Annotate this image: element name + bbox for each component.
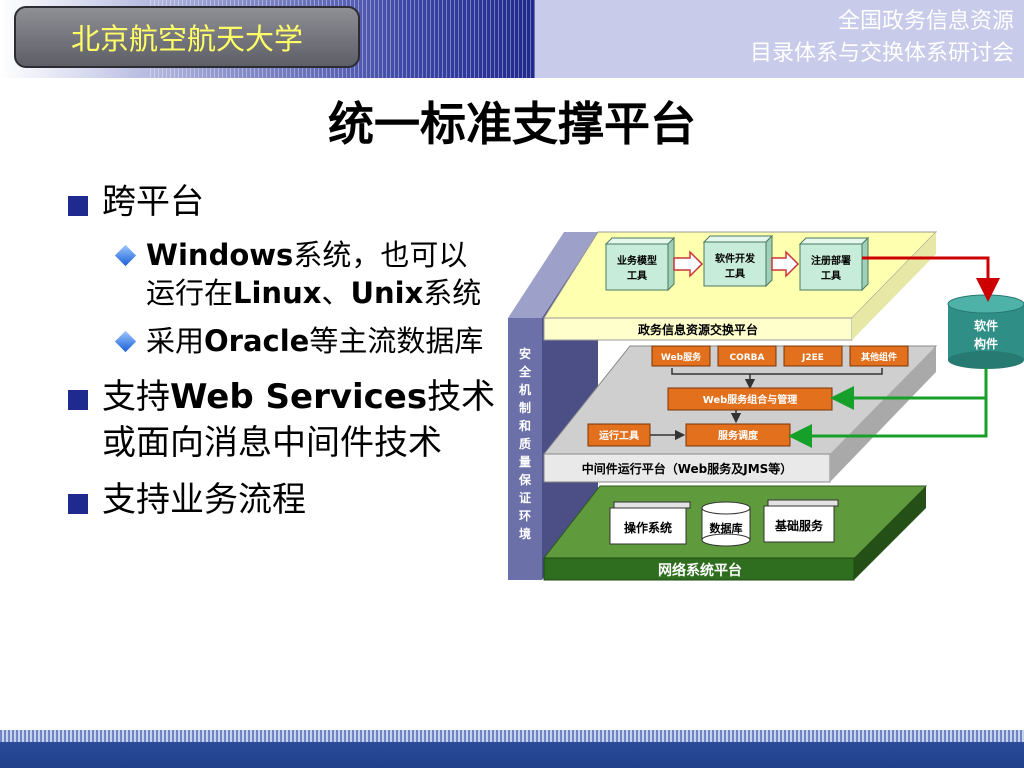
bullet-text: 、 xyxy=(321,276,351,310)
bullet-text: Linux xyxy=(233,276,322,310)
green-arrow-to-dispatch xyxy=(788,398,988,448)
bullet-text: Unix xyxy=(350,276,424,310)
service-box-corba xyxy=(717,345,777,367)
bullet-business-process: 支持业务流程 xyxy=(66,478,496,522)
tool-software-dev-line1: 软件开发 xyxy=(715,252,756,265)
footer-stripes xyxy=(0,730,1024,742)
tool-business-model-line2: 工具 xyxy=(627,270,647,282)
slide-title: 统一标准支撑平台 xyxy=(328,97,696,151)
security-char: 保 xyxy=(518,472,532,487)
bullet-text: Oracle xyxy=(204,324,310,358)
tool-register-deploy-line1: 注册部署 xyxy=(811,254,851,267)
bullet-text: 支持业务流程 xyxy=(102,480,306,520)
tool-box-software-dev xyxy=(702,234,774,288)
conference-line-2: 目录体系与交换体系研讨会 xyxy=(749,41,1014,66)
bullet-text: 技术或面向消息中间件技术 xyxy=(102,377,496,463)
component-store-line2: 构件 xyxy=(974,336,998,351)
bullet-text: Web Services xyxy=(170,377,428,417)
security-char: 环 xyxy=(519,509,531,523)
tool-flow-arrow-2 xyxy=(771,250,800,278)
component-store-cylinder-icon xyxy=(947,294,1024,369)
footer-bar xyxy=(0,730,1024,768)
security-label: 安 全 机 制 和 质 量 保 证 环 境 xyxy=(518,346,532,541)
tool-flow-arrow-1 xyxy=(673,250,704,278)
tool-register-deploy-line2: 工具 xyxy=(821,270,841,282)
service-label-other: 其他组件 xyxy=(861,351,897,363)
service-label-web: Web服务 xyxy=(661,351,702,363)
services-bracket xyxy=(671,368,883,375)
red-arrow-to-store xyxy=(862,256,1000,302)
exchange-platform-label: 政务信息资源交换平台 xyxy=(638,322,758,337)
bullet-list: 跨平台 Windows系统，也可以运行在Linux、Unix系统 采用Oracl… xyxy=(66,180,496,534)
diamond-bullet-icon xyxy=(114,244,137,267)
bullet-text: 系统，也可以运行在 xyxy=(146,238,468,310)
security-char: 境 xyxy=(519,526,531,541)
network-platform-label: 网络系统平台 xyxy=(658,562,742,579)
bullet-text: 系统 xyxy=(423,276,482,310)
service-label-j2ee: J2EE xyxy=(801,353,824,363)
component-store-line1: 软件 xyxy=(974,318,998,333)
bullet-cross-platform: 跨平台 xyxy=(66,180,496,224)
square-bullet-icon xyxy=(68,494,88,514)
security-char: 机 xyxy=(519,382,531,397)
service-dispatch-label: 服务调度 xyxy=(718,429,759,442)
service-box-j2ee xyxy=(783,345,843,367)
security-char: 和 xyxy=(518,418,531,433)
security-char: 量 xyxy=(519,455,531,469)
header-right-panel xyxy=(535,0,1024,78)
sub-bullet-windows: Windows系统，也可以运行在Linux、Unix系统 xyxy=(66,236,496,312)
tool-box-register-deploy xyxy=(798,236,870,292)
bullet-web-services: 支持Web Services技术或面向消息中间件技术 xyxy=(66,374,496,466)
university-name: 北京航空航天大学 xyxy=(70,22,303,56)
bullet-text: 采用 xyxy=(146,324,205,358)
service-box-web xyxy=(651,345,711,367)
sub-bullet-oracle: 采用Oracle等主流数据库 xyxy=(66,322,496,360)
security-char: 安 xyxy=(519,346,531,361)
middleware-platform-label: 中间件运行平台（Web服务及JMS等） xyxy=(582,461,793,476)
service-boxes xyxy=(651,345,909,367)
database-cylinder-icon xyxy=(701,501,751,547)
security-char: 制 xyxy=(519,400,531,415)
square-bullet-icon xyxy=(68,196,88,216)
base-box-db-label: 数据库 xyxy=(710,521,743,535)
base-box-services-label: 基础服务 xyxy=(774,518,824,533)
web-service-mgmt-label: Web服务组合与管理 xyxy=(703,393,798,406)
tool-box-business-model xyxy=(604,236,676,292)
base-box-services xyxy=(763,499,839,543)
security-char: 质 xyxy=(519,436,531,451)
security-char: 证 xyxy=(519,491,531,505)
bullet-text: 支持 xyxy=(102,377,170,417)
bullet-text: 等主流数据库 xyxy=(309,324,484,358)
bullet-text: 跨平台 xyxy=(102,182,204,222)
conference-line-1: 全国政务信息资源 xyxy=(837,9,1014,34)
bullet-text: Windows xyxy=(146,238,294,272)
university-logo: 北京航空航天大学 xyxy=(14,6,360,68)
header-bar: 北京航空航天大学 全国政务信息资源 目录体系与交换体系研讨会 xyxy=(0,0,1024,78)
tool-business-model-line1: 业务模型 xyxy=(617,254,657,267)
square-bullet-icon xyxy=(68,390,88,410)
service-label-corba: CORBA xyxy=(729,353,764,363)
runtime-tool-label: 运行工具 xyxy=(599,429,639,442)
base-box-os-label: 操作系统 xyxy=(624,520,672,535)
base-box-os xyxy=(609,501,691,545)
tool-software-dev-line2: 工具 xyxy=(725,268,745,280)
service-box-other xyxy=(849,345,909,367)
security-char: 全 xyxy=(518,364,532,379)
diamond-bullet-icon xyxy=(114,330,137,353)
conference-title: 全国政务信息资源 目录体系与交换体系研讨会 xyxy=(654,6,1014,70)
